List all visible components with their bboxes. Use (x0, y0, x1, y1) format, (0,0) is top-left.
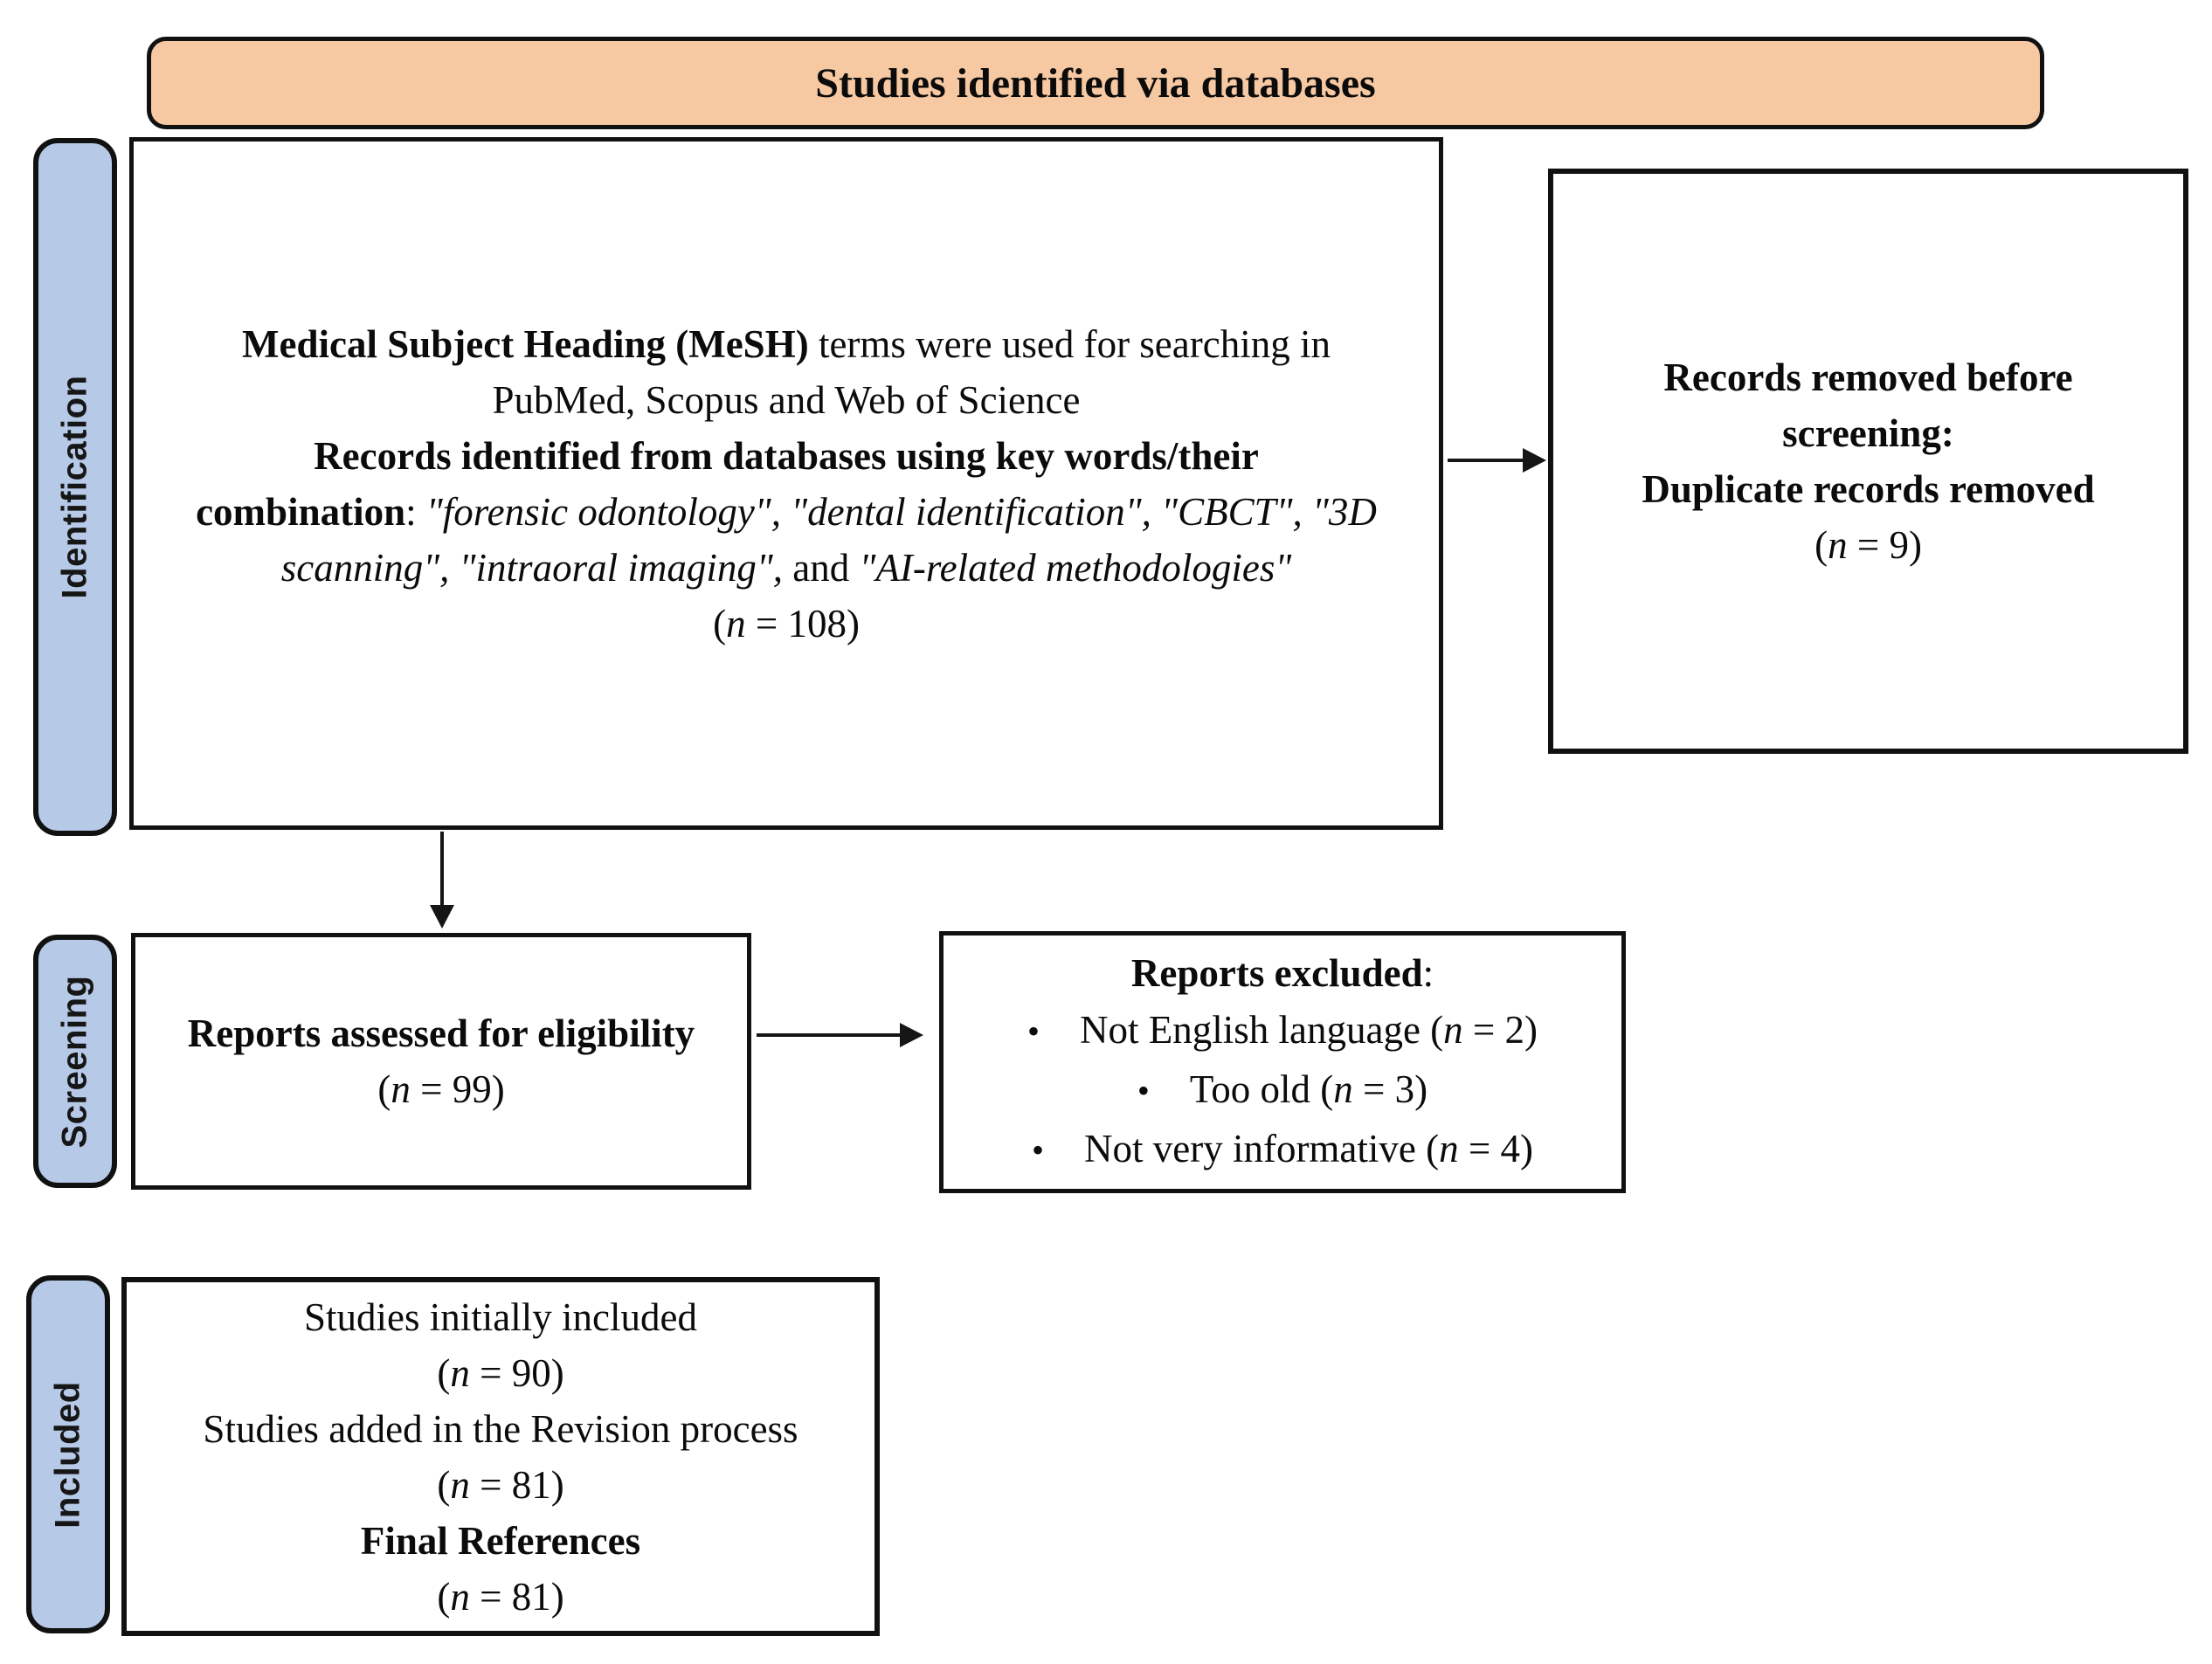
keywords-and: and (782, 545, 860, 590)
arrow-shaft (440, 832, 444, 907)
count-pre: ( (377, 1067, 391, 1111)
excluded-title-colon: : (1422, 951, 1434, 995)
identification-line-3: Records identified from databases using … (314, 433, 1259, 478)
stage-tab-identification: Identification (33, 138, 117, 836)
excluded-title-bold: Reports excluded (1130, 951, 1423, 995)
arrow-head-right-icon (1523, 448, 1546, 473)
identification-line-4: combination: "forensic odontology", "den… (196, 484, 1377, 540)
records-removed-box: Records removed before screening: Duplic… (1548, 169, 2188, 754)
arrow-identification-to-removed (1448, 448, 1548, 473)
identification-line-2: PubMed, Scopus and Web of Science (492, 377, 1081, 422)
bullet-post: = 4) (1458, 1127, 1533, 1170)
included-line-3: Final References (360, 1518, 641, 1563)
count-post: = 108) (745, 601, 860, 646)
keywords-italic-3: "AI-related methodologies" (859, 545, 1292, 590)
bullet-pre: Not English language ( (1079, 1008, 1444, 1052)
identification-box: Medical Subject Heading (MeSH) terms wer… (129, 137, 1443, 830)
stage-tab-included: Included (26, 1275, 110, 1633)
keywords-italic-2: scanning", "intraoral imaging", (280, 545, 783, 590)
included-count-1: (n = 90) (437, 1345, 563, 1401)
identification-line-1: Medical Subject Heading (MeSH) terms wer… (242, 316, 1331, 372)
eligibility-title: Reports assessed for eligibility (187, 1012, 695, 1055)
bullet-text: Not very informative (n = 4) (1084, 1120, 1533, 1177)
bullet-pre: Not very informative ( (1084, 1127, 1440, 1170)
bullet-post: = 2) (1462, 1008, 1538, 1052)
count-post: = 90) (469, 1350, 564, 1395)
included-count-3: (n = 81) (437, 1569, 563, 1625)
mesh-term-rest: terms were used for searching in (808, 321, 1331, 366)
count-pre: ( (713, 601, 727, 646)
combination-bold: combination (196, 489, 406, 534)
count-post: = 81) (469, 1462, 564, 1507)
excluded-title: Reports excluded: (1131, 945, 1434, 1001)
count-pre: ( (1815, 523, 1828, 567)
arrow-eligibility-to-excluded (757, 1023, 927, 1047)
excluded-bullet-too-old: • Too old (n = 3) (1137, 1060, 1427, 1120)
combination-colon: : (405, 489, 426, 534)
keywords-italic-1: "forensic odontology", "dental identific… (425, 489, 1377, 534)
included-count-2: (n = 81) (437, 1457, 563, 1513)
included-box: Studies initially included (n = 90) Stud… (121, 1277, 880, 1636)
arrow-head-right-icon (900, 1023, 923, 1047)
mesh-term-bold: Medical Subject Heading (MeSH) (242, 321, 809, 366)
count-n: n (1443, 1008, 1463, 1052)
count-n: n (726, 601, 746, 646)
count-n: n (1828, 523, 1848, 567)
count-n: n (391, 1067, 411, 1111)
bullet-icon: • (1137, 1071, 1150, 1110)
eligibility-count: (n = 99) (377, 1061, 504, 1117)
stage-label-identification: Identification (55, 375, 94, 599)
removed-title: Records removed before screening: (1663, 356, 2073, 455)
banner-label: Studies identified via databases (815, 59, 1376, 107)
stage-label-included: Included (48, 1380, 87, 1529)
identification-line-5: scanning", "intraoral imaging", and "AI-… (281, 540, 1291, 596)
count-n: n (450, 1350, 470, 1395)
reports-excluded-box: Reports excluded: • Not English language … (939, 931, 1626, 1193)
included-line-2: Studies added in the Revision process (203, 1406, 798, 1451)
bullet-text: Not English language (n = 2) (1080, 1001, 1538, 1059)
count-n: n (1439, 1127, 1459, 1170)
bullet-icon: • (1027, 1012, 1040, 1051)
removed-subtitle: Duplicate records removed (1642, 467, 2095, 511)
bullet-pre: Too old ( (1189, 1067, 1334, 1111)
arrow-head-down-icon (430, 905, 454, 929)
identification-count: (n = 108) (713, 596, 860, 652)
stage-tab-screening: Screening (33, 935, 117, 1188)
count-post: = 81) (469, 1574, 564, 1619)
arrow-identification-to-eligibility (430, 832, 454, 929)
count-n: n (450, 1462, 470, 1507)
excluded-bullet-not-english: • Not English language (n = 2) (1027, 1001, 1538, 1060)
count-post: = 9) (1847, 523, 1922, 567)
bullet-post: = 3) (1352, 1067, 1428, 1111)
removed-count: (n = 9) (1815, 517, 1922, 573)
excluded-bullet-not-informative: • Not very informative (n = 4) (1032, 1120, 1533, 1179)
count-n: n (450, 1574, 470, 1619)
count-pre: ( (437, 1350, 451, 1395)
count-n: n (1333, 1067, 1353, 1111)
arrow-shaft (1448, 459, 1524, 462)
stage-label-screening: Screening (55, 975, 94, 1148)
bullet-text: Too old (n = 3) (1190, 1060, 1427, 1118)
count-post: = 99) (410, 1067, 505, 1111)
reports-assessed-box: Reports assessed for eligibility (n = 99… (131, 933, 751, 1190)
bullet-icon: • (1031, 1130, 1044, 1170)
count-pre: ( (437, 1462, 451, 1507)
count-pre: ( (437, 1574, 451, 1619)
included-line-1: Studies initially included (304, 1295, 697, 1339)
arrow-shaft (757, 1033, 902, 1037)
banner-studies-identified: Studies identified via databases (147, 37, 2044, 129)
